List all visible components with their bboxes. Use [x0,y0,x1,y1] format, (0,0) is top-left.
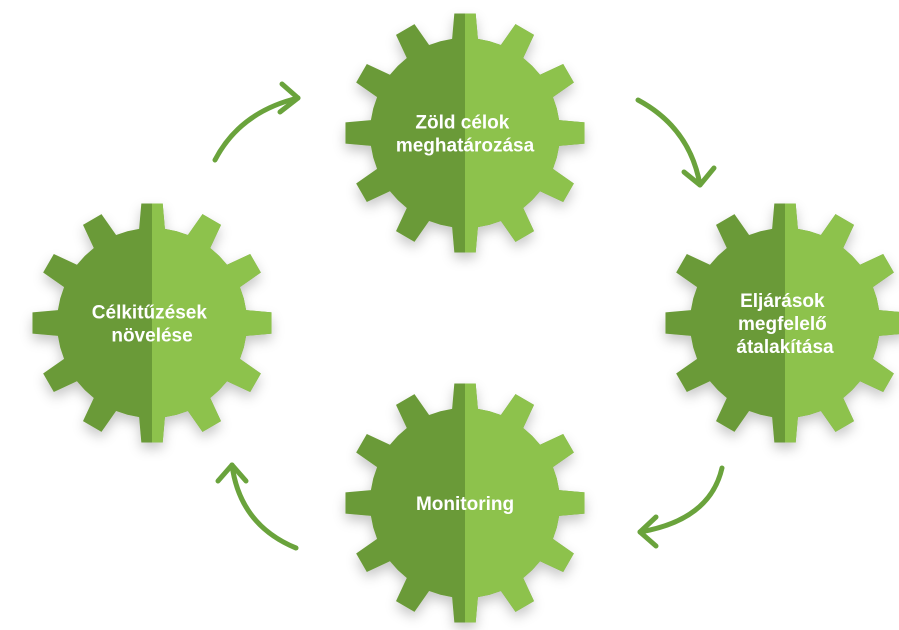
gear-left-label: Célkitűzések növelése [92,303,212,347]
gear-left-label-line: növelése [111,326,192,347]
arrow-bottom-to-left [215,462,299,551]
arrow-right-to-bottom-shaft [637,465,725,535]
gear-bottom: Monitoring [345,383,585,623]
gear-right: Eljárások megfelelő átalakítása [665,203,899,443]
gear-top-label-line: meghatározása [396,136,535,157]
arrow-left-to-top-head [277,81,301,115]
arrow-right-to-bottom-head [637,514,659,549]
gear-left-highlight [152,203,272,443]
arrow-left-to-top [212,81,301,163]
gear-right-label-line: átalakítása [736,337,834,358]
gear-right-label: Eljárások megfelelő átalakítása [736,291,834,358]
arrow-right-to-bottom [637,465,725,549]
gear-right-label-line: Eljárások [740,291,825,312]
arrows [212,81,725,551]
arrow-bottom-to-left-head [215,462,249,484]
arrow-top-to-right-head [681,165,717,188]
gear-top-label: Zöld célok meghatározása [396,113,535,157]
gear-bottom-label-line: Monitoring [416,494,514,515]
gear-left: Célkitűzések növelése [32,203,272,443]
gear-top: Zöld célok meghatározása [345,13,585,253]
arrow-top-to-right-shaft [635,97,703,188]
gear-right-label-line: megfelelő [738,314,827,335]
gear-top-label-line: Zöld célok [415,113,509,134]
gear-top-highlight [465,13,585,253]
gear-right-highlight [785,203,899,443]
arrow-top-to-right [635,97,717,188]
gear-bottom-highlight [465,383,585,623]
gear-bottom-label: Monitoring [416,494,514,515]
arrow-left-to-top-shaft [212,95,301,163]
gear-left-label-line: Célkitűzések [92,303,208,324]
arrow-bottom-to-left-shaft [229,462,299,551]
